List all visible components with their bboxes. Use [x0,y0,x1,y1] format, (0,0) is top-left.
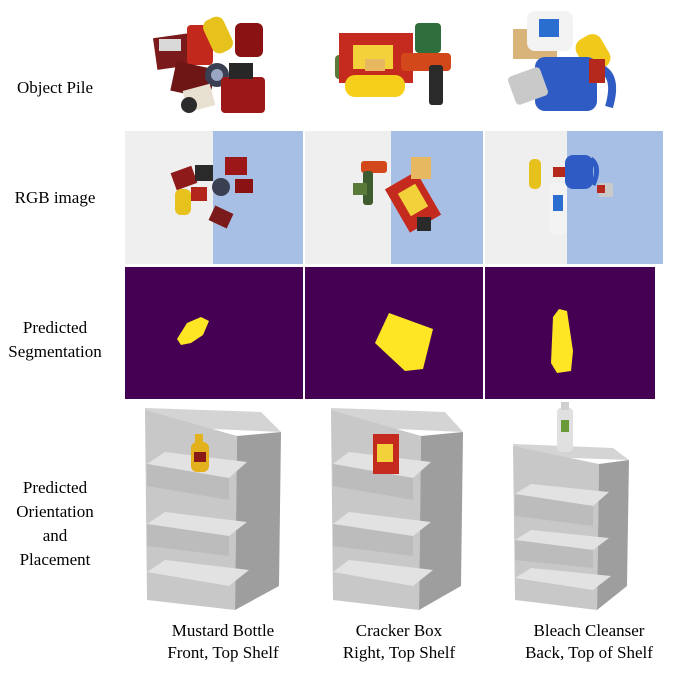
caption-column-1: Mustard Bottle Front, Top Shelf [134,620,312,664]
caption-object-1: Mustard Bottle [171,621,275,640]
caption-column-3: Bleach Cleanser Back, Top of Shelf [500,620,678,664]
row-label-predicted-placement: Predicted Orientation and Placement [16,478,94,569]
object-pile-image-2 [305,5,483,132]
object-pile-image-3 [485,5,663,132]
shelf-placement-1 [125,400,303,615]
rgb-image-1 [125,131,303,264]
segmentation-mask-3 [485,267,663,399]
shelf-placement-2 [305,400,483,615]
segmentation-mask-1 [125,267,303,399]
caption-object-2: Cracker Box [355,621,443,640]
row-label-predicted-segmentation: Predicted Segmentation [8,318,102,361]
rgb-image-2 [305,131,483,264]
rgb-image-3 [485,131,663,264]
caption-object-3: Bleach Cleanser [533,621,645,640]
row-label-object-pile: Object Pile [16,78,93,97]
caption-placement-1: Front, Top Shelf [167,643,279,662]
caption-column-2: Cracker Box Right, Top Shelf [310,620,488,664]
segmentation-mask-2 [305,267,483,399]
shelf-placement-3 [485,400,663,615]
object-pile-image-1 [125,5,303,132]
row-label-rgb-image: RGB image [14,188,96,207]
caption-placement-2: Right, Top Shelf [342,643,456,662]
caption-placement-3: Back, Top of Shelf [525,643,653,662]
